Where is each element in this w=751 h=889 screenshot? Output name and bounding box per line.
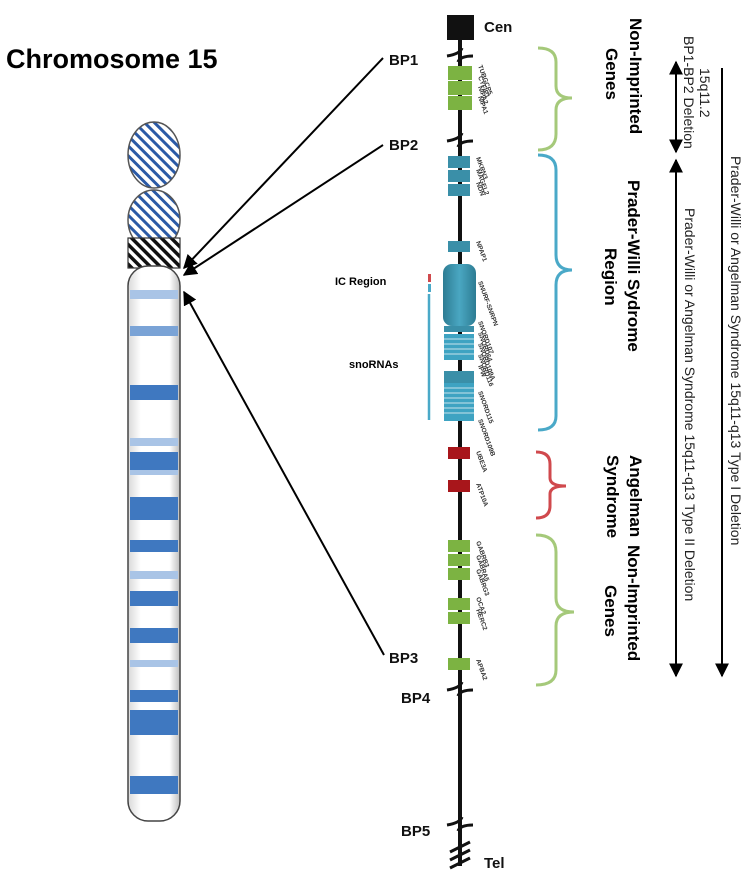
band (130, 290, 178, 299)
gene-label-snurf: SNURF-SNRPN (476, 280, 499, 327)
gene-label-ube3a: UBE3A (474, 450, 488, 473)
gene-labels: TUBGCP5 CYFIP1 NIPA2 NIPA1 MKRN3 MAGEL2 … (474, 64, 499, 681)
ic-region-mark (428, 274, 431, 282)
bp1-label: BP1 (389, 52, 418, 69)
region-angelman-line1: Angelman (626, 455, 645, 537)
snord-stripes (444, 338, 474, 414)
tel-label: Tel (484, 855, 505, 872)
gene-box (448, 156, 470, 168)
centromere-region (127, 237, 181, 269)
bp2-label: BP2 (389, 137, 418, 154)
gene-label-apba2: APBA2 (474, 658, 488, 681)
band (130, 591, 178, 606)
gene-boxes (443, 66, 476, 670)
region-nonimprinted-bottom-line2: Genes (601, 585, 620, 637)
band (130, 452, 178, 470)
brace-nonimprinted-bottom (535, 533, 575, 687)
band-label: 15q11.2 (697, 68, 713, 118)
gene-box (448, 554, 470, 566)
band (130, 690, 178, 702)
ic-region-mark (428, 284, 431, 292)
bp3-arrow (183, 290, 385, 656)
breakpoint-marks (446, 47, 474, 870)
gene-box (448, 184, 470, 196)
band (130, 540, 178, 552)
type2-deletion-label: Prader-Willi or Angelman Syndrome 15q11-… (682, 208, 698, 601)
band (130, 385, 178, 400)
gene-box (448, 480, 470, 492)
bp1-bp2-deletion-label: BP1-BP2 Deletion (681, 36, 697, 149)
brace-angelman (535, 450, 567, 520)
gene-label-ipw: IPW (476, 364, 487, 379)
bp3-label: BP3 (389, 650, 418, 667)
page-title: Chromosome 15 (6, 44, 218, 74)
snornas-label: snoRNAs (349, 359, 399, 371)
gene-box (448, 81, 472, 95)
band (130, 438, 178, 446)
snord-cluster (444, 334, 474, 360)
cen-label: Cen (484, 19, 512, 36)
region-braces (535, 46, 575, 687)
band (130, 470, 178, 475)
gene-box (448, 568, 470, 580)
bp4-label: BP4 (401, 690, 431, 707)
gene-box (448, 540, 470, 552)
centromere-block (447, 15, 474, 40)
region-nonimprinted-top-line1: Non-Imprinted (626, 18, 645, 134)
gene-box (448, 447, 470, 459)
gene-box-snurf (443, 264, 476, 326)
gene-box (444, 371, 474, 383)
band (130, 326, 178, 336)
gene-box (448, 96, 472, 110)
region-pws-line2: Region (601, 248, 620, 306)
band (130, 571, 178, 579)
gene-label-ndn: NDN (474, 181, 485, 197)
gene-box (444, 326, 474, 332)
band (130, 497, 178, 520)
gene-box (448, 598, 470, 610)
region-angelman-line2: Syndrome (603, 455, 622, 538)
brace-nonimprinted-top (537, 46, 573, 152)
brace-pws (537, 153, 573, 432)
band (130, 710, 178, 735)
satellite-top (127, 121, 181, 189)
band (130, 628, 178, 643)
chromosome-ideogram (127, 121, 181, 822)
gene-box (448, 241, 470, 252)
gene-label-npap1: NPAP1 (474, 240, 488, 263)
band (130, 660, 178, 667)
gene-label-atp10a: ATP10A (474, 482, 489, 508)
gene-box (448, 612, 470, 624)
breakpoint-arrows (182, 57, 385, 656)
band (130, 776, 178, 794)
bp1-arrow (183, 57, 384, 270)
region-nonimprinted-top-line2: Genes (602, 48, 621, 100)
region-labels: Non-Imprinted Genes Prader-Willi Sydrome… (601, 18, 645, 661)
snord-cluster (444, 383, 474, 421)
gene-box (448, 658, 470, 670)
type1-deletion-label: Prader-Willi or Angelman Syndrome 15q11-… (728, 156, 744, 545)
gene-box (448, 66, 472, 80)
chromosome-bands (130, 290, 178, 794)
region-nonimprinted-bottom-line1: Non-Imprinted (624, 545, 643, 661)
deletion-arrows (669, 60, 729, 678)
gene-box (448, 170, 470, 182)
bp5-label: BP5 (401, 823, 430, 840)
bp2-arrow (182, 144, 384, 276)
ic-region-label: IC Region (335, 276, 387, 288)
region-pws-line1: Prader-Willi Sydrome (624, 180, 643, 352)
